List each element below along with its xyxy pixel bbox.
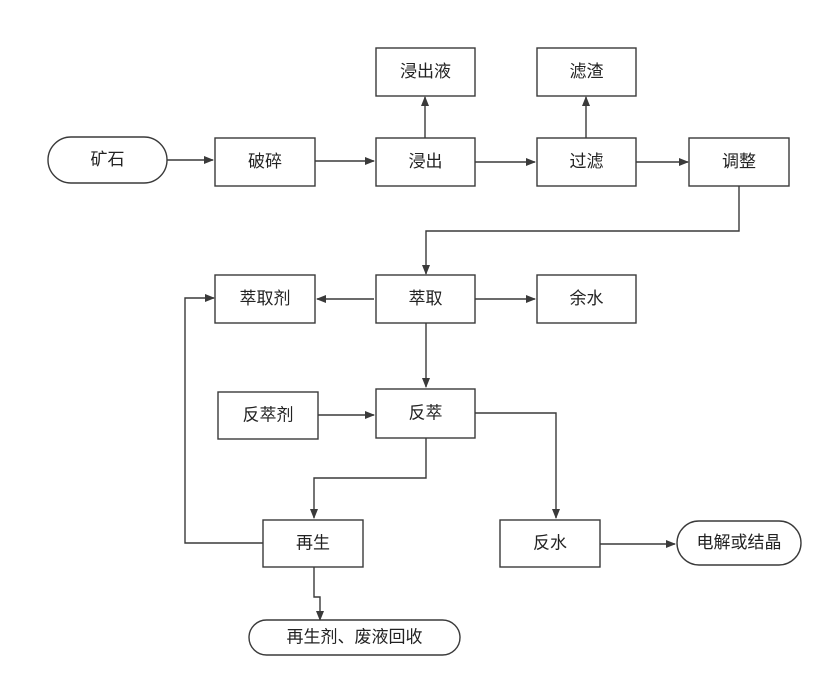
node-strip-water: 反水 [499, 519, 601, 568]
node-stripping: 反萃 [375, 388, 476, 439]
node-leaching-label: 浸出 [409, 152, 443, 172]
edge-regeneration-to-extractant [184, 294, 263, 544]
node-recovery: 再生剂、废液回收 [248, 619, 461, 656]
node-extractant: 萃取剂 [214, 274, 316, 324]
edge-stripping-to-strip-water [475, 412, 560, 519]
node-electrolysis-or-crystallization-label: 电解或结晶 [697, 533, 782, 553]
node-crushing-label: 破碎 [248, 152, 282, 172]
node-adjustment: 调整 [688, 137, 790, 187]
node-leaching: 浸出 [375, 137, 476, 187]
node-stripping-agent-label: 反萃剂 [243, 406, 294, 426]
edges [167, 96, 740, 621]
node-regeneration: 再生 [262, 519, 364, 568]
node-filter-residue-label: 滤渣 [570, 62, 604, 82]
node-leachate-label: 浸出液 [400, 62, 451, 82]
edge-regeneration-to-recovery [313, 567, 324, 621]
node-stripping-label: 反萃 [409, 404, 443, 424]
edge-adjustment-to-extraction [422, 186, 740, 275]
node-extractant-label: 萃取剂 [240, 289, 291, 309]
node-extraction: 萃取 [375, 274, 476, 324]
node-raffinate-label: 余水 [570, 289, 604, 309]
node-stripping-agent: 反萃剂 [217, 391, 319, 440]
node-extraction-label: 萃取 [409, 289, 443, 309]
node-ore: 矿石 [47, 136, 168, 184]
node-raffinate: 余水 [536, 274, 637, 324]
node-regeneration-label: 再生 [296, 534, 330, 554]
node-filtration: 过滤 [536, 137, 637, 187]
node-recovery-label: 再生剂、废液回收 [287, 628, 423, 648]
node-ore-label: 矿石 [91, 150, 125, 170]
node-adjustment-label: 调整 [722, 152, 756, 172]
node-filter-residue: 滤渣 [536, 47, 637, 97]
node-strip-water-label: 反水 [533, 534, 567, 554]
node-crushing: 破碎 [214, 137, 316, 187]
node-filtration-label: 过滤 [570, 152, 604, 172]
node-electrolysis-or-crystallization: 电解或结晶 [676, 520, 802, 566]
edge-stripping-to-regeneration [310, 438, 427, 519]
node-leachate: 浸出液 [375, 47, 476, 97]
